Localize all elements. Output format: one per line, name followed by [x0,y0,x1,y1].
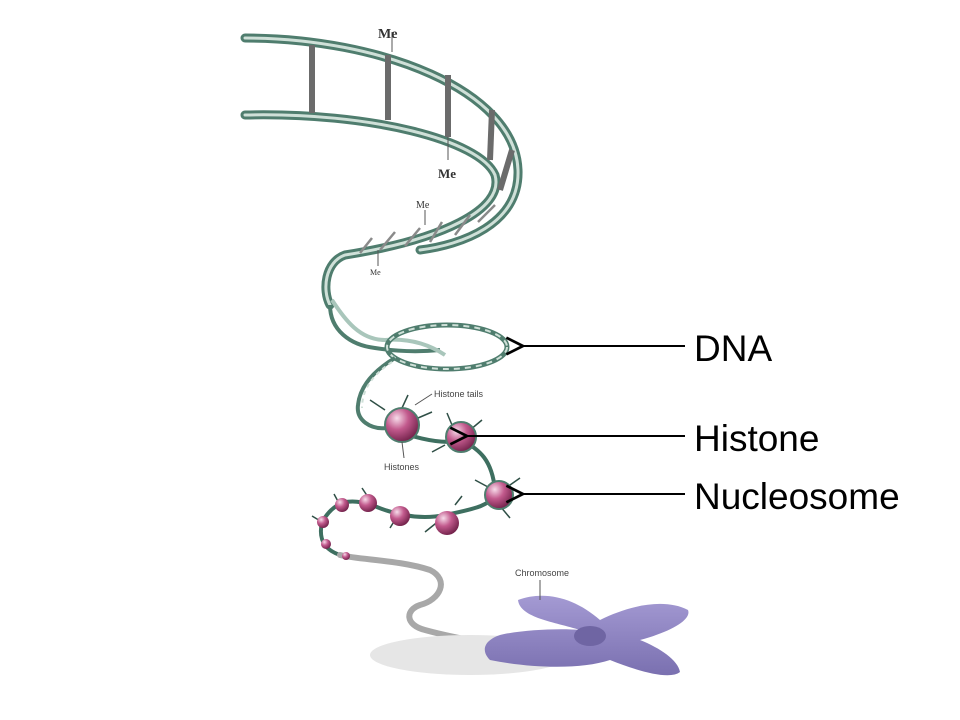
dna-loop [328,298,510,431]
methyl-label-4: Me [370,268,381,277]
histone-label: Histone [694,418,820,459]
base-pair-rungs [309,45,515,191]
methyl-label-1: Me [378,27,397,42]
methyl-label-2: Me [438,166,456,181]
histone-beads [311,394,521,560]
dna-double-helix [240,32,523,310]
dna-label: DNA [694,328,773,369]
histones-label: Histones [384,462,420,472]
nucleosome-label: Nucleosome [694,476,900,517]
chromosome-label: Chromosome [515,568,569,578]
chromosome [484,580,689,676]
methyl-label-3: Me [416,200,430,211]
chromatin-fiber [319,426,498,648]
histone-tails-label: Histone tails [434,389,484,399]
callout-arrows [467,346,685,494]
